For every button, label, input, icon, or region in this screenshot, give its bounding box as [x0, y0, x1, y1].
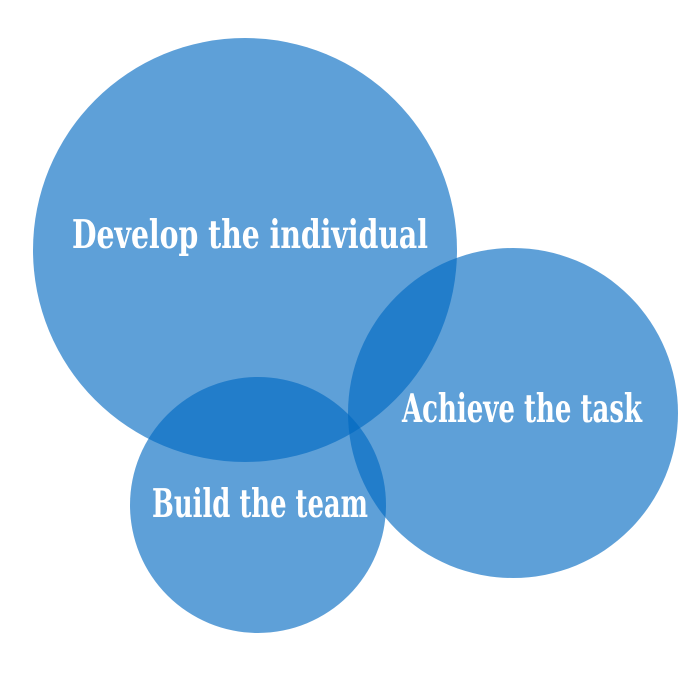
venn-circles — [33, 38, 678, 633]
circle-build-the-team — [130, 377, 386, 633]
venn-labels: Develop the individual Achieve the task … — [72, 212, 643, 527]
circle-achieve-the-task — [348, 248, 678, 578]
label-achieve-the-task: Achieve the task — [401, 386, 642, 432]
circle-develop-the-individual — [33, 38, 457, 462]
label-build-the-team: Build the team — [152, 481, 368, 527]
label-develop-the-individual: Develop the individual — [72, 212, 428, 258]
